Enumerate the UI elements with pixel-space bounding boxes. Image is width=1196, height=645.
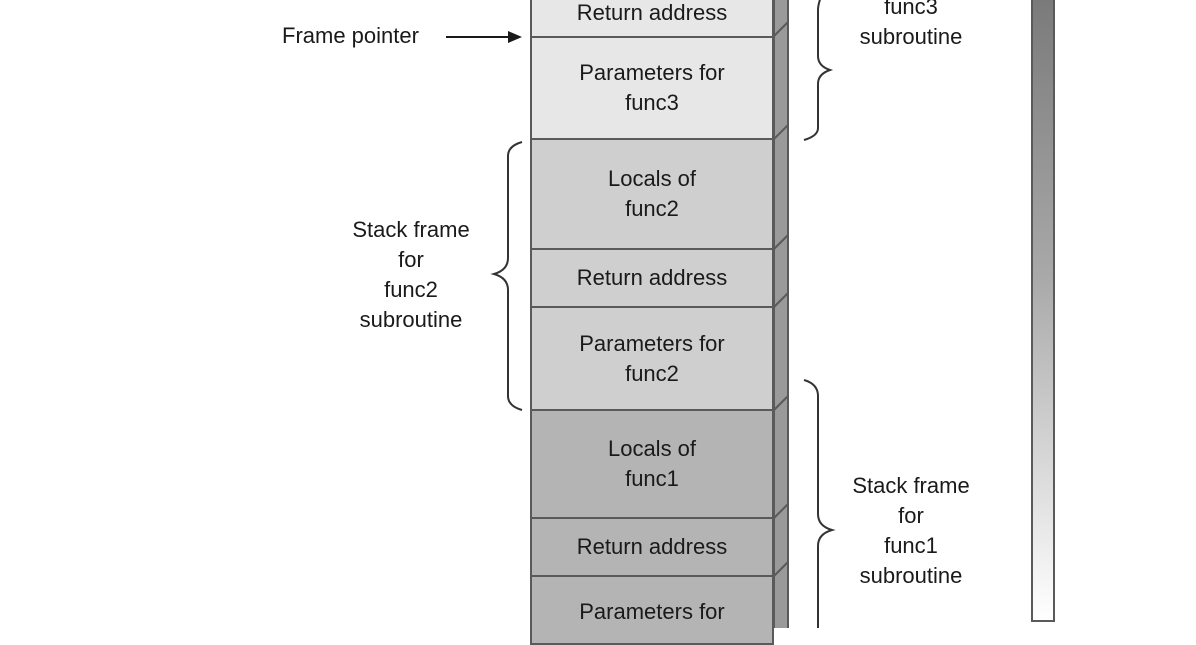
func2-frame-label: Stack frame for func2 subroutine xyxy=(352,217,470,332)
stack-side-bevels xyxy=(773,21,789,577)
func2-brace xyxy=(490,141,523,411)
stack-block-func2-locals: Locals of func2 xyxy=(530,138,774,250)
stack-growth-gradient-bar xyxy=(1031,0,1055,622)
frame-pointer-arrow xyxy=(446,31,522,43)
block-label: Parameters for xyxy=(579,599,725,624)
stack-block-func1-locals: Locals of func1 xyxy=(530,409,774,519)
block-label: Return address xyxy=(576,0,728,25)
func3-frame-label: func3 subroutine xyxy=(859,0,963,49)
frame-pointer-label: Frame pointer xyxy=(282,23,419,48)
block-label: Return address xyxy=(576,534,728,559)
block-label: Locals of func1 xyxy=(607,436,697,491)
func1-brace xyxy=(803,379,836,628)
stack-diagram-graphics xyxy=(446,0,836,628)
block-label: Parameters for func2 xyxy=(579,330,725,386)
block-label: Return address xyxy=(576,265,728,290)
func3-brace xyxy=(803,0,834,141)
block-label: Locals of func2 xyxy=(607,166,697,221)
stack-block-func3-return-address: Return address xyxy=(530,0,774,38)
block-label: Parameters for func3 xyxy=(579,60,725,115)
func1-frame-label: Stack frame for func1 subroutine xyxy=(852,473,970,588)
stack-side-strip xyxy=(773,0,789,628)
